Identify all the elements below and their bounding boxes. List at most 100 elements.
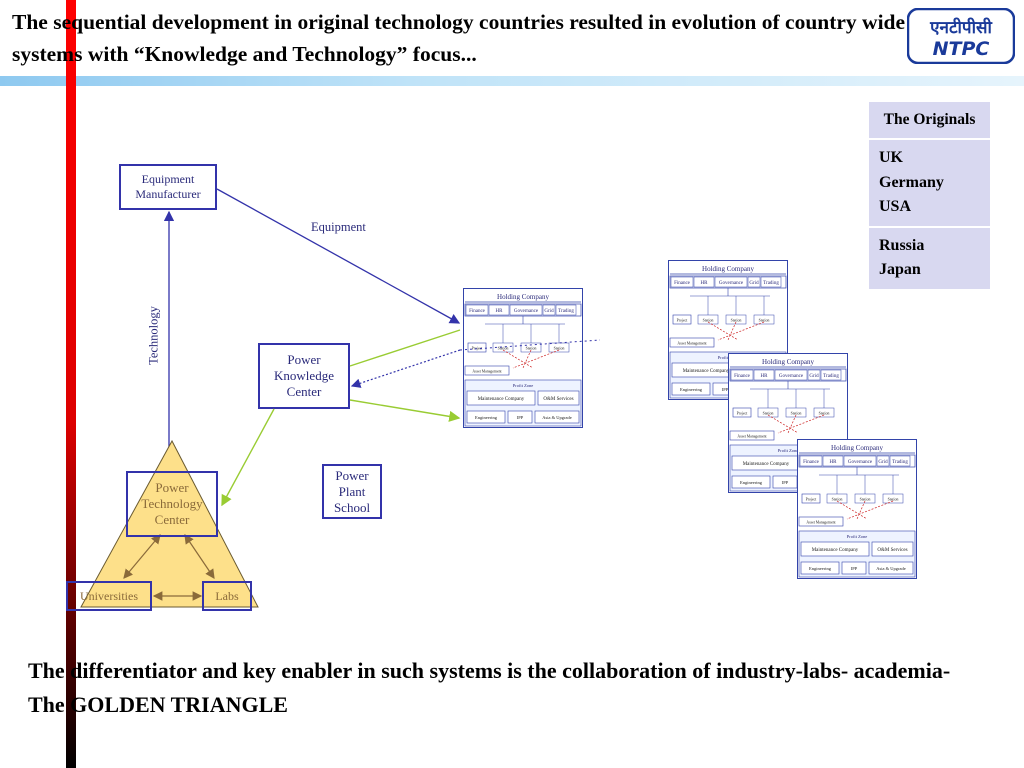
country-germany: Germany (879, 173, 944, 191)
green-link-1 (349, 329, 461, 367)
org-ipp-label: IPP (517, 415, 524, 420)
org-ipp-label: IPP (782, 480, 789, 485)
org-function-cell (693, 276, 715, 288)
org-function-label: Trading (823, 374, 839, 379)
header-band (0, 76, 1024, 86)
power-plant-school-box: Power Plant School (322, 464, 382, 519)
org-station-label: Station (819, 412, 830, 416)
org-function-cell (753, 369, 775, 381)
org-ipp-label: IPP (851, 566, 858, 571)
org-function-cell (488, 304, 510, 316)
org-engineering-label: Engineering (475, 415, 498, 420)
green-link-2 (349, 399, 461, 422)
org-holding-label: Holding Company (831, 444, 883, 452)
equipment-label: Equipment (311, 220, 366, 234)
green-link-3 (221, 408, 275, 507)
org-maintenance-label: Maintenance Company (812, 548, 859, 553)
org-station-box (725, 314, 747, 325)
org-project-label: Project (737, 412, 749, 416)
org-project-label: Project (677, 319, 689, 323)
org-function-cell (465, 304, 489, 316)
originals-group-2: Russia Japan (869, 227, 990, 291)
org-station-label: Station (888, 498, 899, 502)
org-function-cell (807, 369, 821, 381)
org-function-cell (774, 369, 808, 381)
org-station-label: Station (498, 347, 509, 351)
org-station-box (753, 314, 775, 325)
equipment-manufacturer-box: Equipment Manufacturer (119, 164, 217, 210)
org-maintenance-label: Maintenance Company (478, 397, 525, 402)
org-function-cell (843, 455, 877, 467)
org-asia-upgrade-label: Asia & Upgrade (542, 415, 572, 420)
originals-table: The Originals UK Germany USA Russia Japa… (869, 102, 990, 291)
org-holding-label: Holding Company (497, 293, 549, 301)
ptc-labs-arrow (184, 534, 215, 579)
red-accent-bar (66, 0, 76, 768)
org-function-label: Trading (763, 281, 779, 286)
org-function-cell (799, 455, 823, 467)
org-function-label: Finance (803, 460, 820, 465)
org-function-label: Trading (558, 309, 574, 314)
org-function-label: Governance (514, 309, 539, 314)
country-japan: Japan (879, 261, 921, 278)
org-function-label: Grid (749, 281, 759, 286)
org-function-cell (555, 304, 577, 316)
org-function-label: Grid (878, 460, 888, 465)
org-profit-zone-label: Profit Zone (778, 448, 799, 453)
org-holding-label: Holding Company (762, 358, 814, 366)
org-asset-management-label: Asset Management (677, 342, 707, 346)
org-engineering-label: Engineering (809, 566, 832, 571)
org-function-cell (876, 455, 890, 467)
country-russia: Russia (879, 236, 925, 254)
org-station-box (785, 407, 807, 418)
org-function-label: Finance (674, 281, 691, 286)
slide-title: The sequential development in original t… (12, 10, 906, 66)
org-station-box (757, 407, 779, 418)
org-station-box (826, 493, 848, 504)
slide-footer-text: The differentiator and key enabler in su… (28, 658, 951, 717)
logo-english-text: NTPC (933, 38, 990, 60)
org-function-label: Governance (719, 281, 744, 286)
org-station-label: Station (763, 412, 774, 416)
org-function-label: HR (496, 309, 504, 314)
org-station-box (882, 493, 904, 504)
org-project-label: Project (472, 347, 484, 351)
org-om-services-label: O&M Services (877, 548, 907, 553)
logo-hindi-text: एनटीपीसी (929, 17, 992, 38)
org-station-box (813, 407, 835, 418)
org-function-label: HR (761, 374, 769, 379)
org-function-label: HR (701, 281, 709, 286)
org-station-box (492, 342, 514, 353)
knowledge-dotted-link (459, 339, 601, 351)
org-function-label: Grid (809, 374, 819, 379)
ptc-universities-arrow (123, 534, 161, 579)
org-station-box (854, 493, 876, 504)
country-uk: UK (879, 149, 903, 166)
org-function-cell (542, 304, 556, 316)
equipment-arrow (216, 188, 461, 324)
org-station-label: Station (832, 498, 843, 502)
org-function-label: Governance (848, 460, 873, 465)
org-station-label: Station (791, 412, 802, 416)
org-function-cell (760, 276, 782, 288)
labs-box: Labs (202, 581, 252, 611)
org-function-cell (509, 304, 543, 316)
org-function-label: Trading (892, 460, 908, 465)
power-knowledge-center-box: Power Knowledge Center (258, 343, 350, 409)
org-function-cell (822, 455, 844, 467)
org-station-label: Station (731, 319, 742, 323)
org-function-label: HR (830, 460, 838, 465)
org-holding-label: Holding Company (702, 265, 754, 273)
country-usa: USA (879, 198, 912, 215)
org-asset-management-label: Asset Management (737, 435, 767, 439)
org-function-cell (670, 276, 694, 288)
org-function-cell (820, 369, 842, 381)
org-station-label: Station (860, 498, 871, 502)
org-station-label: Station (554, 347, 565, 351)
org-function-cell (747, 276, 761, 288)
org-profit-zone-label: Profit Zone (513, 383, 534, 388)
org-station-label: Station (703, 319, 714, 323)
